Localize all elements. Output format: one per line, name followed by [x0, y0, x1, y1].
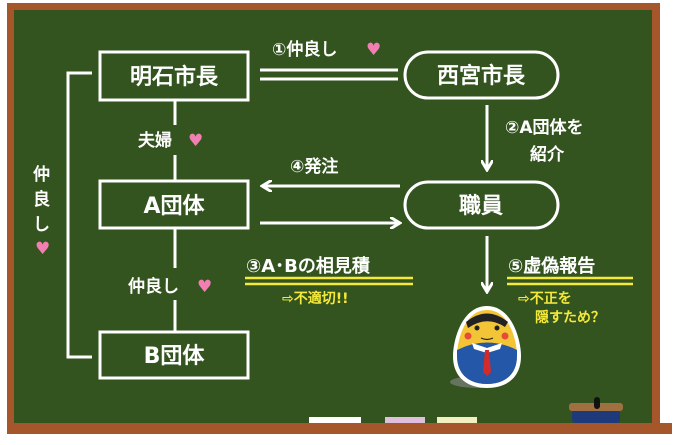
chalk-yellow — [437, 417, 477, 423]
couple-label: 夫婦 — [138, 130, 172, 151]
friendly-1-label: ①仲良し — [272, 39, 337, 60]
friendly-left-char-3: し — [33, 215, 50, 235]
box-group-b — [98, 330, 250, 380]
friendly-ab-label: 仲良し — [128, 276, 179, 297]
introduce-label-1: ②A団体を — [505, 117, 584, 138]
chalk-white — [309, 417, 361, 423]
box-staff — [403, 180, 560, 230]
box-akashi-mayor — [98, 50, 250, 102]
estimate-note: ⇨不適切!! — [282, 290, 349, 307]
introduce-label-2: 紹介 — [530, 144, 565, 165]
chalk-pink — [385, 417, 425, 423]
friendly-left-char-1: 仲 — [33, 164, 50, 185]
false-report-note-1: ⇨不正を — [518, 291, 572, 307]
heart-icon: ♥ — [197, 277, 212, 297]
estimate-label: ③A･Bの相見積 — [246, 255, 371, 277]
left-bracket-line — [66, 71, 92, 359]
staff-character-illustration — [450, 306, 521, 388]
eraser-icon — [569, 397, 623, 423]
nishinomiya-mayor-label: 西宮市長 — [437, 63, 526, 89]
staff-label: 職員 — [459, 193, 503, 219]
akashi-mayor-label: 明石市長 — [130, 64, 219, 90]
order-label: ④発注 — [290, 156, 338, 177]
false-report-label: ⑤虚偽報告 — [508, 255, 595, 277]
group-b-label: B団体 — [144, 344, 206, 369]
chalk-ledge — [7, 423, 672, 434]
box-nishinomiya-mayor — [403, 50, 560, 100]
heart-icon: ♥ — [35, 239, 50, 259]
box-group-a — [98, 179, 250, 230]
group-a-label: A団体 — [143, 194, 205, 219]
friendly-left-char-2: 良 — [33, 189, 50, 210]
false-report-note-2: 隠すため？ — [535, 309, 605, 326]
heart-icon: ♥ — [366, 40, 381, 60]
heart-icon: ♥ — [188, 131, 203, 151]
